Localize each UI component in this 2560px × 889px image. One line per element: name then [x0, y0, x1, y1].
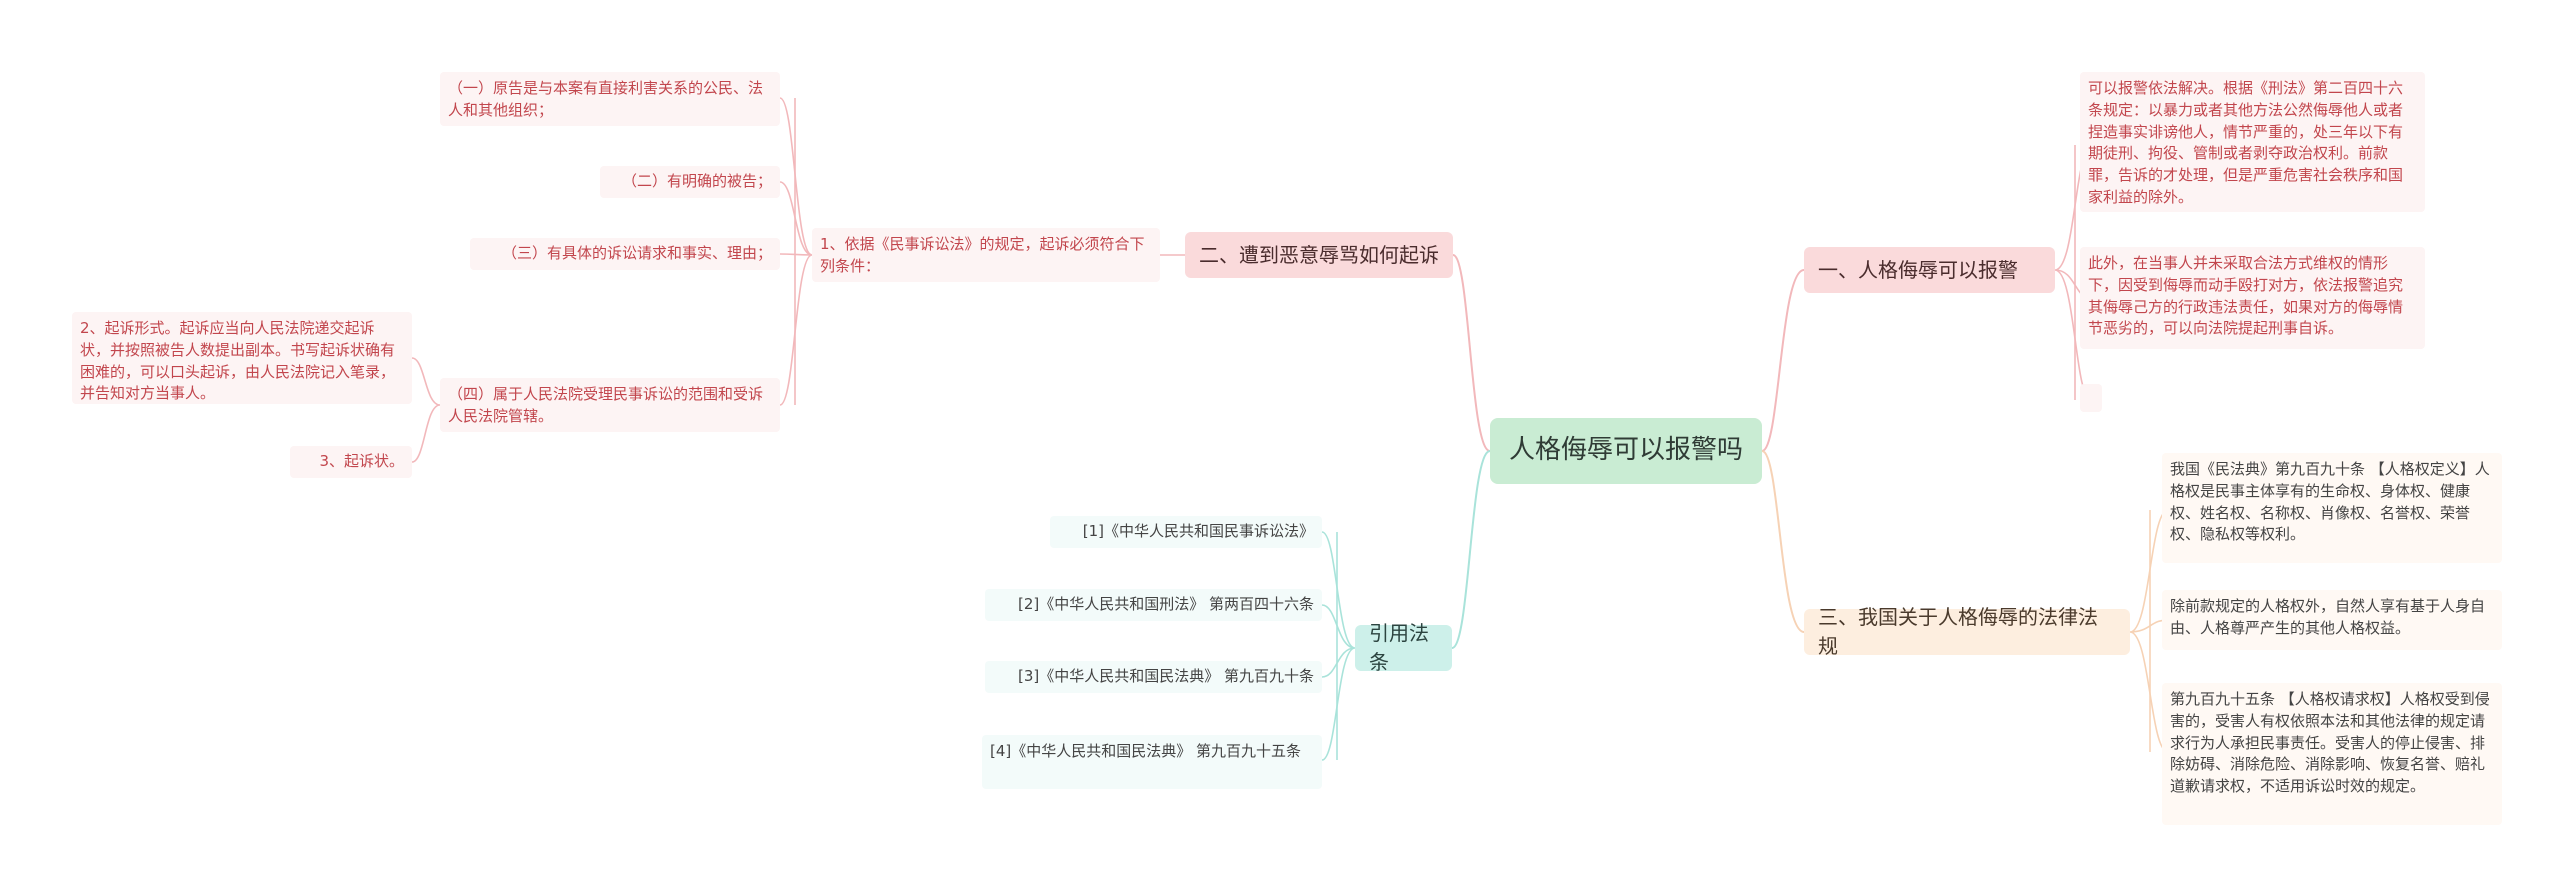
branch-2-sub-text: 1、依据《民事诉讼法》的规定，起诉必须符合下列条件： — [820, 235, 1145, 275]
branch-2-item-3-text: （三）有具体的诉讼请求和事实、理由； — [501, 244, 772, 263]
branch-3-leaf-1[interactable]: 我国《民法典》第九百九十条 【人格权定义】人格权是民事主体享有的生命权、身体权、… — [2162, 453, 2502, 563]
branch-2-extra-2-text: 3、起诉状。 — [319, 452, 404, 471]
branch-4-label: 引用法条 — [1369, 621, 1429, 674]
link-sub-leaves — [779, 97, 813, 406]
branch-2-item-3[interactable]: （三）有具体的诉讼请求和事实、理由； — [470, 238, 780, 270]
branch-2-extra-2[interactable]: 3、起诉状。 — [290, 446, 412, 478]
branch-4-leaf-1[interactable]: [1]《中华人民共和国民事诉讼法》 — [1050, 516, 1322, 548]
branch-3-label: 三、我国关于人格侮辱的法律法规 — [1818, 605, 2098, 658]
branch-4-leaf-3[interactable]: [3]《中华人民共和国民法典》 第九百九十条 — [985, 661, 1322, 693]
branch-1-leaf-1[interactable]: 可以报警依法解决。根据《刑法》第二百四十六条规定：以暴力或者其他方法公然侮辱他人… — [2080, 72, 2425, 212]
branch-4-node[interactable]: 引用法条 — [1355, 621, 1452, 674]
link-item4-extras — [411, 357, 441, 463]
root-label: 人格侮辱可以报警吗 — [1508, 435, 1743, 466]
branch-4-leaf-4[interactable]: [4]《中华人民共和国民法典》 第九百九十五条 — [982, 735, 1322, 789]
branch-2-item-1-text: （一）原告是与本案有直接利害关系的公民、法人和其他组织； — [448, 79, 764, 119]
link-root-b4 — [1451, 450, 1491, 649]
branch-1-leaf-2-text: 此外，在当事人并未采取合法方式维权的情形下，因受到侮辱而动手殴打对方，依法报警追… — [2088, 254, 2404, 338]
link-b4-leaves — [1321, 531, 1356, 761]
link-root-b3 — [1761, 450, 1805, 633]
branch-1-label: 一、人格侮辱可以报警 — [1818, 257, 2018, 282]
link-root-b1 — [1761, 269, 1805, 452]
branch-3-leaf-2[interactable]: 除前款规定的人格权外，自然人享有基于人身自由、人格尊严产生的其他人格权益。 — [2162, 590, 2502, 650]
branch-2-item-2[interactable]: （二）有明确的被告； — [600, 166, 780, 198]
branch-1-leaf-2[interactable]: 此外，在当事人并未采取合法方式维权的情形下，因受到侮辱而动手殴打对方，依法报警追… — [2080, 247, 2425, 349]
branch-4-leaf-4-text: [4]《中华人民共和国民法典》 第九百九十五条 — [990, 742, 1302, 760]
branch-3-node[interactable]: 三、我国关于人格侮辱的法律法规 — [1804, 605, 2130, 658]
branch-2-node[interactable]: 二、遭到恶意辱骂如何起诉 — [1185, 232, 1453, 278]
branch-3-leaf-3-text: 第九百九十五条 【人格权请求权】人格权受到侵害的，受害人有权依照本法和其他法律的… — [2170, 690, 2490, 795]
branch-3-leaf-2-text: 除前款规定的人格权外，自然人享有基于人身自由、人格尊严产生的其他人格权益。 — [2170, 597, 2486, 637]
branch-4-leaf-2-text: [2]《中华人民共和国刑法》 第两百四十六条 — [1017, 595, 1314, 614]
branch-4-leaf-1-text: [1]《中华人民共和国民事诉讼法》 — [1082, 522, 1314, 541]
branch-2-item-1[interactable]: （一）原告是与本案有直接利害关系的公民、法人和其他组织； — [440, 72, 780, 126]
branch-3-leaf-1-text: 我国《民法典》第九百九十条 【人格权定义】人格权是民事主体享有的生命权、身体权、… — [2170, 460, 2490, 544]
branch-1-leaf-1-text: 可以报警依法解决。根据《刑法》第二百四十六条规定：以暴力或者其他方法公然侮辱他人… — [2088, 79, 2404, 206]
branch-1-node[interactable]: 一、人格侮辱可以报警 — [1804, 247, 2055, 293]
branch-2-extra-1-text: 2、起诉形式。起诉应当向人民法院递交起诉状，并按照被告人数提出副本。书写起诉状确… — [80, 319, 396, 403]
branch-1-leaf-3-empty[interactable] — [2080, 384, 2102, 412]
link-root-b2 — [1452, 254, 1491, 452]
branch-2-item-4[interactable]: （四）属于人民法院受理民事诉讼的范围和受诉人民法院管辖。 — [440, 378, 780, 432]
branch-4-leaf-3-text: [3]《中华人民共和国民法典》 第九百九十条 — [1017, 667, 1314, 686]
branch-3-leaf-3[interactable]: 第九百九十五条 【人格权请求权】人格权受到侵害的，受害人有权依照本法和其他法律的… — [2162, 683, 2502, 825]
branch-2-label: 二、遭到恶意辱骂如何起诉 — [1199, 242, 1439, 267]
branch-2-extra-1[interactable]: 2、起诉形式。起诉应当向人民法院递交起诉状，并按照被告人数提出副本。书写起诉状确… — [72, 312, 412, 404]
branch-2-item-2-text: （二）有明确的被告； — [621, 172, 772, 191]
branch-2-sub-node[interactable]: 1、依据《民事诉讼法》的规定，起诉必须符合下列条件： — [812, 228, 1160, 282]
branch-4-leaf-2[interactable]: [2]《中华人民共和国刑法》 第两百四十六条 — [985, 589, 1322, 621]
branch-2-item-4-text: （四）属于人民法院受理民事诉讼的范围和受诉人民法院管辖。 — [448, 385, 764, 425]
root-node[interactable]: 人格侮辱可以报警吗 — [1490, 418, 1762, 484]
